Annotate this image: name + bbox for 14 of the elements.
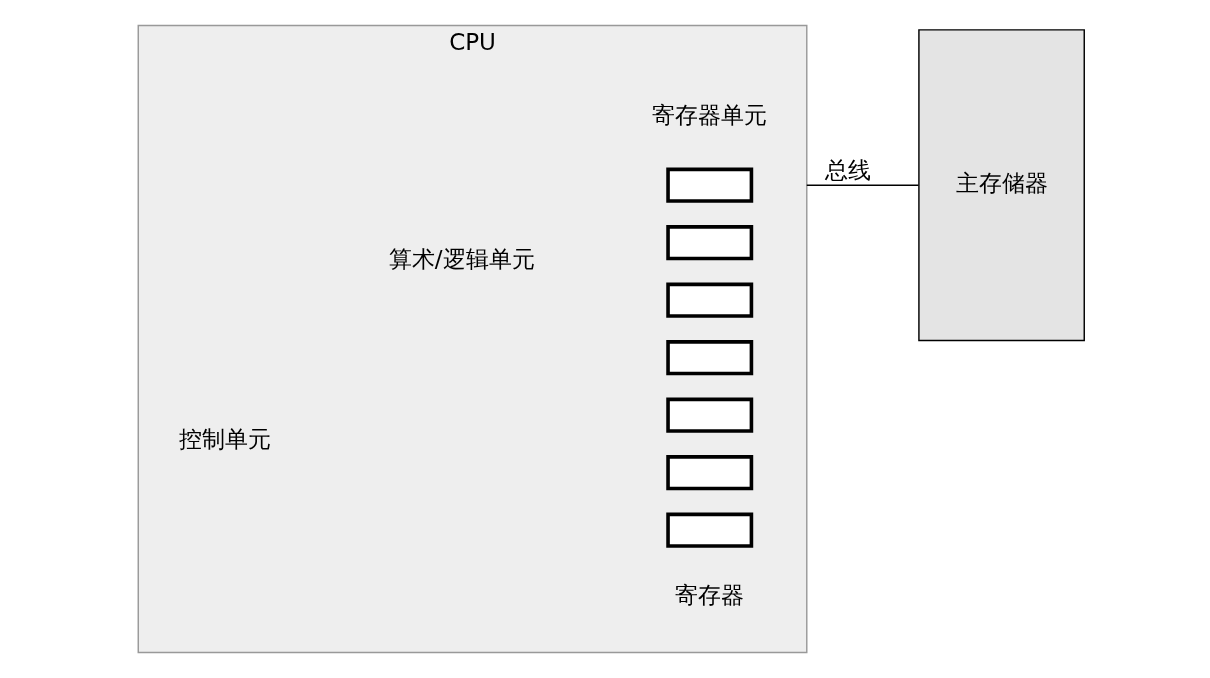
node-box <box>665 167 753 203</box>
node-box <box>665 397 753 433</box>
label: 寄存器单元 <box>651 102 767 129</box>
connector <box>805 184 919 186</box>
node-box <box>665 512 753 548</box>
edge-label: 总线 <box>824 156 871 183</box>
node-box <box>665 455 753 491</box>
node-box <box>665 225 753 261</box>
node-box <box>665 282 753 318</box>
label: 算术/逻辑单元 <box>388 245 535 272</box>
node-box <box>665 340 753 376</box>
label: 控制单元 <box>178 425 271 452</box>
node-box: 主存储器 <box>917 29 1085 342</box>
label: 寄存器 <box>674 582 744 609</box>
